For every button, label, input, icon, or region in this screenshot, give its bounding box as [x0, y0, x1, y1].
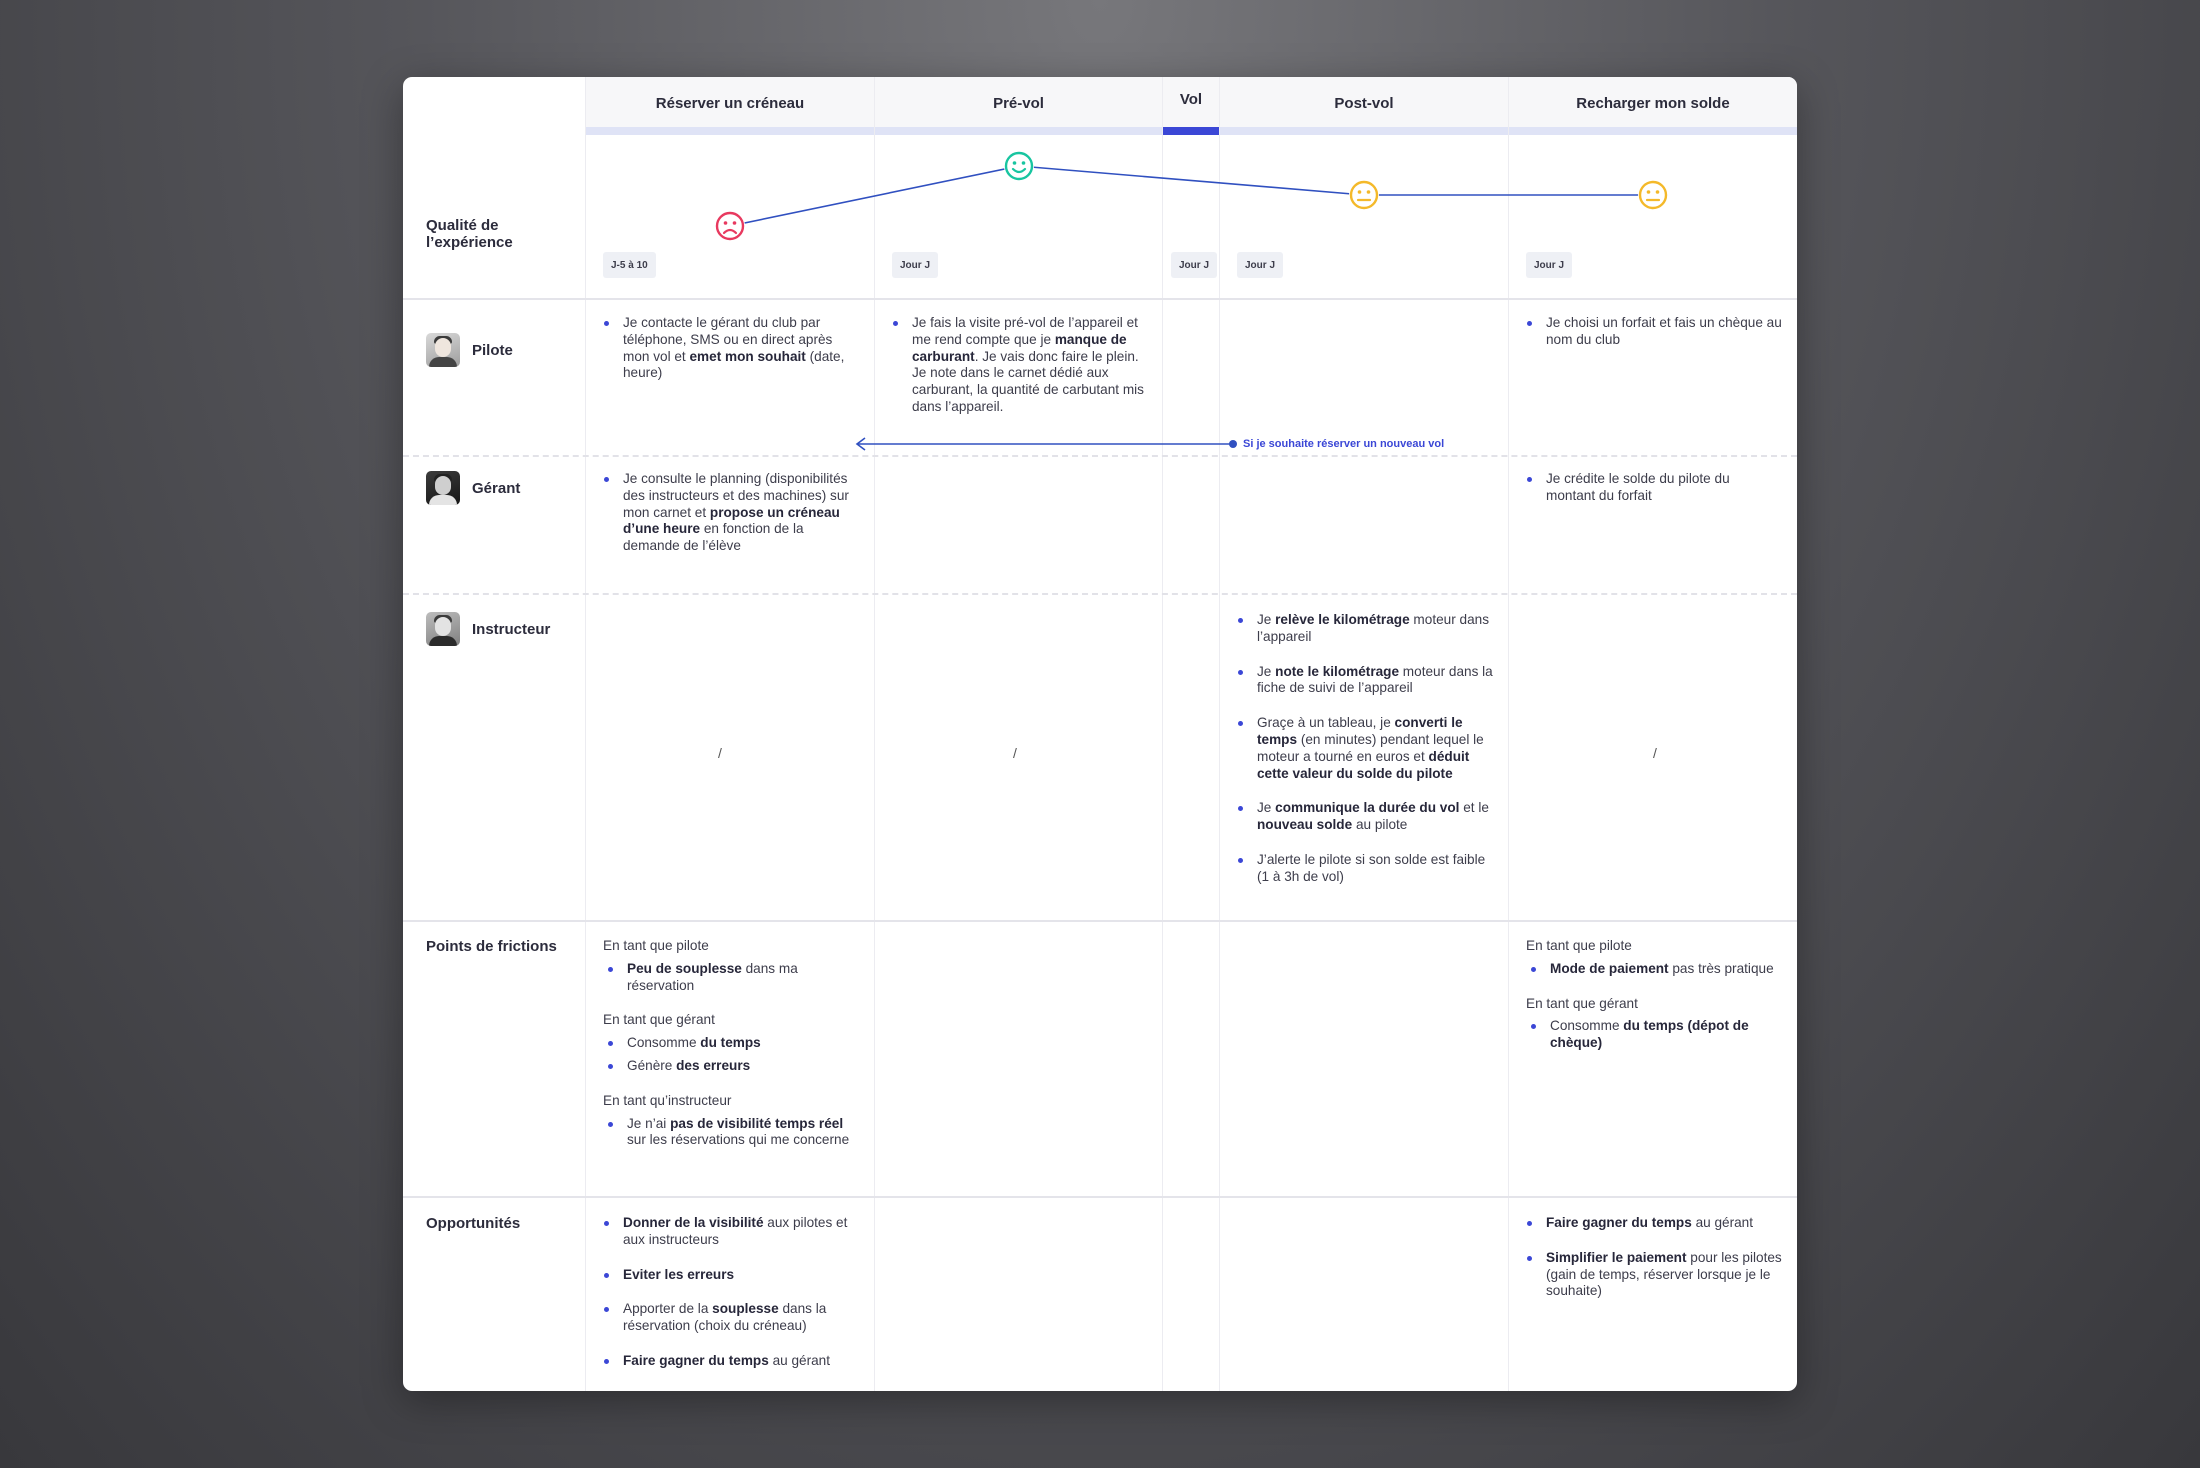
list-item: Je choisi un forfait et fais un chèque a… [1522, 315, 1782, 349]
list-item: Peu de souplesse dans ma réservation [603, 961, 863, 995]
actor-name: Gérant [472, 479, 521, 497]
phase-bar [1509, 127, 1797, 135]
phase-label: Vol [1179, 91, 1203, 108]
list-item: Je fais la visite pré-vol de l’appareil … [888, 315, 1148, 416]
frictions-recharger-cell: En tant que pilote Mode de paiement pas … [1526, 938, 1786, 1070]
opportunites-reserver-cell: Donner de la visibilité aux pilotes et a… [599, 1215, 859, 1370]
list-item: Je crédite le solde du pilote du montant… [1522, 471, 1782, 505]
list-item: Faire gagner du temps au gérant [1522, 1215, 1782, 1232]
gerant-recharger-cell: Je crédite le solde du pilote du montant… [1522, 471, 1782, 505]
phase-bar [586, 127, 874, 135]
list-item: Apporter de la souplesse dans la réserva… [599, 1301, 859, 1335]
list-item: Donner de la visibilité aux pilotes et a… [599, 1215, 859, 1249]
experience-row-label: Qualité de l’expérience [426, 217, 513, 251]
phase-bar [1220, 127, 1508, 135]
avatar [426, 333, 460, 367]
list-item: J’alerte le pilote si son solde est faib… [1233, 852, 1495, 886]
avatar [426, 612, 460, 646]
phase-header-reserver: Réserver un créneau [586, 77, 874, 129]
empty-marker: / [1653, 745, 1657, 761]
avatar [426, 471, 460, 505]
journey-map: Réserver un créneau Pré-vol Vol Post-vol… [403, 77, 1797, 1391]
loop-arrow-label: Si je souhaite réserver un nouveau vol [1243, 438, 1445, 450]
neutral-face-icon [1349, 180, 1379, 210]
friction-subtitle: En tant que gérant [603, 1012, 715, 1028]
list-item: Je consulte le planning (disponibilités … [599, 471, 859, 555]
list-item: Mode de paiement pas très pratique [1526, 961, 1786, 978]
actor-name: Pilote [472, 341, 513, 359]
column-divider [1162, 77, 1163, 1391]
gerant-reserver-cell: Je consulte le planning (disponibilités … [599, 471, 859, 555]
day-tag: Jour J [892, 252, 939, 278]
column-divider [1219, 77, 1220, 1391]
list-item: Faire gagner du temps au gérant [599, 1353, 859, 1370]
list-item: Je relève le kilométrage moteur dans l’a… [1233, 612, 1495, 646]
row-divider [403, 920, 1797, 922]
list-item: Je n’ai pas de visibilité temps réel sur… [603, 1116, 863, 1150]
row-divider [403, 298, 1797, 300]
pilote-prevol-cell: Je fais la visite pré-vol de l’appareil … [888, 315, 1148, 416]
list-item: Graçe à un tableau, je converti le temps… [1233, 715, 1495, 782]
friction-subtitle: En tant que pilote [603, 938, 709, 953]
friction-subtitle: En tant qu’instructeur [603, 1092, 732, 1108]
list-item: Consomme du temps (dépot de chèque) [1526, 1018, 1786, 1052]
phase-label: Réserver un créneau [655, 94, 805, 112]
frictions-reserver-cell: En tant que pilote Peu de souplesse dans… [603, 938, 863, 1167]
experience-line [729, 165, 1653, 227]
empty-marker: / [1013, 745, 1017, 761]
friction-subtitle: En tant que gérant [1526, 995, 1638, 1011]
day-tag: Jour J [1526, 252, 1573, 278]
column-divider [874, 77, 875, 1391]
phase-label: Recharger mon solde [1576, 94, 1730, 112]
empty-marker: / [718, 745, 722, 761]
list-item: Je contacte le gérant du club par téléph… [599, 315, 859, 382]
phase-header-recharger: Recharger mon solde [1509, 77, 1797, 129]
opportunites-row-label: Opportunités [426, 1215, 521, 1232]
instructeur-postvol-cell: Je relève le kilométrage moteur dans l’a… [1233, 612, 1495, 886]
column-divider [585, 77, 586, 1391]
list-item: Simplifier le paiement pour les pilotes … [1522, 1250, 1782, 1300]
phase-header-postvol: Post-vol [1220, 77, 1508, 129]
phase-header-vol: Vol [1163, 77, 1219, 129]
day-tag: Jour J [1171, 252, 1218, 278]
sad-face-icon [715, 211, 745, 241]
phase-label: Post-vol [1334, 94, 1394, 112]
actor-name: Instructeur [472, 620, 551, 638]
loop-arrow-dot [1229, 440, 1237, 448]
phase-header-prevol: Pré-vol [875, 77, 1162, 129]
list-item: Je communique la durée du vol et le nouv… [1233, 800, 1495, 834]
friction-subtitle: En tant que pilote [1526, 938, 1632, 953]
frictions-row-label: Points de frictions [426, 938, 557, 955]
pilote-recharger-cell: Je choisi un forfait et fais un chèque a… [1522, 315, 1782, 349]
list-item: Génère des erreurs [603, 1058, 863, 1075]
column-divider [1508, 77, 1509, 1391]
row-divider-dashed [403, 593, 1797, 595]
phase-bar-active [1163, 127, 1219, 135]
day-tag: J-5 à 10 [603, 252, 656, 278]
opportunites-recharger-cell: Faire gagner du temps au gérant Simplifi… [1522, 1215, 1782, 1300]
actor-instructeur: Instructeur [426, 612, 550, 646]
row-divider-dashed [403, 455, 1797, 457]
pilote-reserver-cell: Je contacte le gérant du club par téléph… [599, 315, 859, 382]
day-tag: Jour J [1237, 252, 1284, 278]
phase-label: Pré-vol [993, 94, 1044, 112]
actor-gerant: Gérant [426, 471, 520, 505]
neutral-face-icon [1638, 180, 1668, 210]
row-divider [403, 1196, 1797, 1198]
phase-bar [875, 127, 1162, 135]
list-item: Je note le kilométrage moteur dans la fi… [1233, 664, 1495, 698]
happy-face-icon [1004, 151, 1034, 181]
arrow-head-icon [855, 437, 866, 451]
list-item: Eviter les erreurs [599, 1267, 859, 1284]
actor-pilote: Pilote [426, 333, 513, 367]
list-item: Consomme du temps [603, 1035, 863, 1052]
